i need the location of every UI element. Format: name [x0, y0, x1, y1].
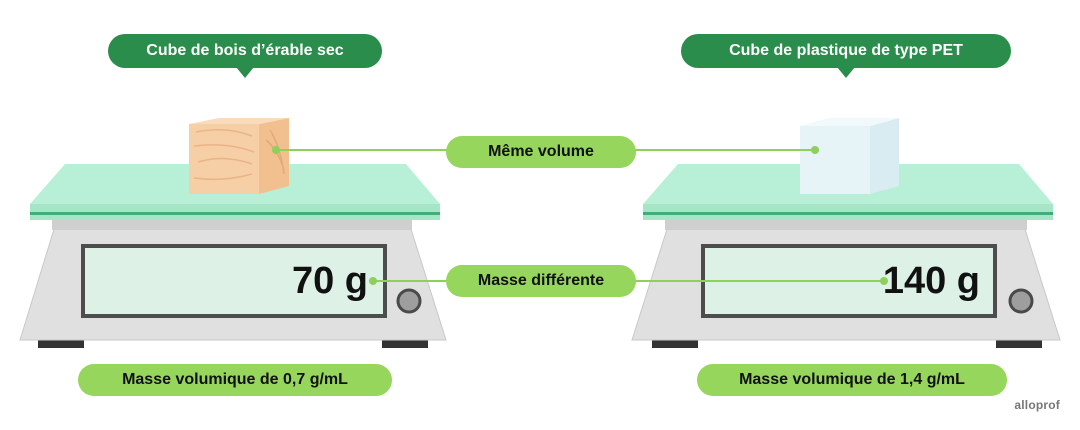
- left-scale-tray-stripe: [30, 212, 440, 215]
- left-scale-foot-right: [382, 338, 428, 348]
- different-mass-dot-right: [880, 277, 888, 285]
- same-volume-label: Même volume: [446, 136, 636, 168]
- left-scale-button: [396, 288, 422, 314]
- wood-cube-top: [189, 118, 289, 124]
- wood-cube-side: [259, 118, 289, 194]
- right-scale: [631, 164, 1061, 348]
- plastic-cube-side: [870, 118, 899, 194]
- wood-grain: [193, 129, 255, 181]
- right-object-label: Cube de plastique de type PET: [681, 34, 1011, 78]
- left-mass-reading: 70 g: [291, 260, 368, 302]
- brand-logo: alloprof: [1014, 398, 1060, 412]
- plastic-cube: [800, 118, 899, 194]
- same-volume-dot-left: [272, 146, 280, 154]
- left-object-label: Cube de bois d’érable sec: [108, 34, 382, 78]
- wood-cube: [189, 118, 289, 194]
- left-scale-body-top: [52, 218, 412, 230]
- different-mass-dot-left: [369, 277, 377, 285]
- left-scale-foot-left: [38, 338, 84, 348]
- plastic-cube-front: [800, 126, 870, 194]
- same-volume-dot-right: [811, 146, 819, 154]
- right-scale-tray-stripe: [643, 212, 1053, 215]
- left-density-label: Masse volumique de 0,7 g/mL: [78, 364, 392, 396]
- plastic-cube-top: [800, 118, 899, 126]
- right-scale-foot-right: [996, 338, 1042, 348]
- right-scale-foot-left: [652, 338, 698, 348]
- right-density-label: Masse volumique de 1,4 g/mL: [697, 364, 1007, 396]
- different-mass-label: Masse différente: [446, 265, 636, 297]
- right-scale-button: [1008, 288, 1034, 314]
- right-scale-body-top: [665, 218, 1027, 230]
- right-mass-reading: 140 g: [882, 260, 980, 302]
